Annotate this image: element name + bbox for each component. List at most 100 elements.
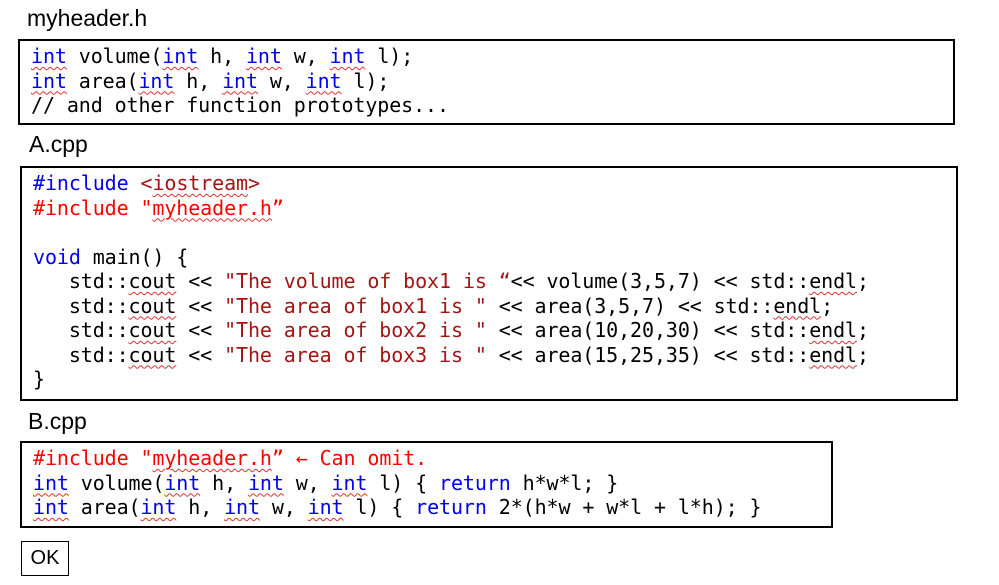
code-token: area( [68, 495, 141, 519]
ok-button[interactable]: OK [21, 541, 69, 576]
code-token: cout [128, 293, 177, 318]
code-token: volume( [66, 44, 163, 68]
code-line: std::cout << "The area of box2 is " << a… [33, 318, 956, 343]
code-token: cout [128, 342, 177, 367]
code-token: int [31, 44, 67, 68]
b-cpp-code-box: #include "myheader.h” ← Can omit.int vol… [20, 441, 833, 528]
code-line: } [33, 367, 956, 392]
code-token: main() { [80, 244, 189, 269]
code-line: std::cout << "The area of box3 is " << a… [33, 343, 956, 368]
code-token: cout [128, 318, 177, 342]
code-token: int [140, 495, 177, 519]
code-token: << area(15,25,35) << std:: [486, 342, 810, 367]
code-token: << [176, 318, 225, 342]
code-line [33, 220, 956, 245]
code-token: w, [259, 495, 308, 519]
code-token: volume( [68, 470, 165, 495]
code-token: std:: [33, 269, 129, 293]
code-token: ; [856, 342, 869, 367]
code-line: void main() { [33, 245, 956, 270]
code-line: int area(int h, int w, int l); [31, 69, 953, 94]
code-token: int [305, 68, 342, 93]
code-token: endl [809, 318, 857, 342]
b-cpp-title: B.cpp [28, 408, 87, 434]
code-token: int [33, 495, 69, 519]
code-token: int [307, 495, 344, 519]
code-line: int volume(int h, int w, int l) { return… [33, 471, 831, 496]
code-token: endl [809, 342, 857, 367]
code-token: int [247, 470, 284, 495]
code-token: w, [283, 470, 332, 495]
code-token: 2*(h*w + w*l + l*h); } [486, 495, 762, 519]
code-token: int [164, 470, 201, 495]
code-token: l); [341, 68, 390, 93]
code-token: ” ← Can omit. [271, 446, 428, 470]
code-token: h, [198, 44, 246, 68]
code-token: "The volume of box1 is “ [224, 269, 511, 293]
code-token: endl [773, 293, 822, 318]
a-cpp-code-box: #include <iostream>#include "myheader.h”… [20, 166, 958, 401]
code-token [33, 220, 45, 244]
code-token: > [247, 171, 260, 195]
code-token: ; [856, 269, 869, 293]
code-token: << area(3,5,7) << std:: [486, 293, 774, 318]
a-cpp-title: A.cpp [29, 131, 88, 157]
code-token: int [162, 44, 199, 68]
code-token: std:: [33, 342, 129, 367]
code-token: << volume(3,5,7) << std:: [510, 269, 810, 293]
code-line: // and other function prototypes... [31, 93, 953, 118]
code-token: iostream [152, 171, 248, 195]
code-token: h, [200, 470, 248, 495]
code-token: w, [281, 44, 330, 68]
code-token: myheader.h [152, 195, 272, 220]
code-token: w, [257, 68, 306, 93]
code-line: std::cout << "The area of box1 is " << a… [33, 294, 956, 319]
code-token: << [176, 342, 225, 367]
code-token: int [331, 470, 368, 495]
code-line: int volume(int h, int w, int l); [31, 44, 953, 69]
code-token: return [439, 470, 511, 495]
code-token: endl [809, 269, 857, 293]
code-line: #include <iostream> [33, 171, 956, 196]
header-file-title: myheader.h [27, 5, 148, 31]
code-token: l); [365, 44, 414, 68]
code-line: #include "myheader.h” ← Can omit. [33, 446, 831, 471]
code-token: int [31, 68, 67, 93]
code-token: << area(10,20,30) << std:: [486, 318, 810, 342]
code-token: int [138, 68, 175, 93]
code-token: l) { [343, 495, 416, 519]
code-token: int [224, 495, 260, 519]
code-token: myheader.h [152, 446, 272, 470]
code-token: #include " [33, 195, 153, 220]
code-token: "The area of box3 is " [224, 342, 487, 367]
code-token: #include [33, 171, 141, 195]
code-token: } [33, 367, 45, 391]
code-token: ; [821, 293, 834, 318]
code-line: int area(int h, int w, int l) { return 2… [33, 495, 831, 520]
code-token: << [176, 293, 225, 318]
code-token: int [33, 470, 69, 495]
code-token: << [176, 269, 225, 293]
code-token: cout [128, 269, 177, 293]
code-line: #include "myheader.h” [33, 196, 956, 221]
code-token: h*w*l; } [510, 470, 619, 495]
code-token: std:: [33, 318, 129, 342]
code-token: area( [66, 68, 139, 93]
code-token: "The area of box1 is " [224, 293, 487, 318]
code-token: int [245, 44, 282, 68]
code-token: int [222, 68, 258, 93]
code-token: h, [176, 495, 225, 519]
code-token: void [33, 244, 81, 269]
code-line: std::cout << "The volume of box1 is “<< … [33, 269, 956, 294]
header-code-box: int volume(int h, int w, int l);int area… [18, 39, 955, 125]
code-token: #include " [33, 446, 153, 470]
code-token: ; [856, 318, 869, 342]
code-token: l) { [367, 470, 440, 495]
code-token: h, [174, 68, 223, 93]
code-token: std:: [33, 293, 129, 318]
code-token: ” [271, 195, 284, 220]
code-token: < [140, 171, 153, 195]
code-token: "The area of box2 is " [224, 318, 487, 342]
code-token: int [329, 44, 366, 68]
code-token: // and other function prototypes... [31, 93, 449, 117]
